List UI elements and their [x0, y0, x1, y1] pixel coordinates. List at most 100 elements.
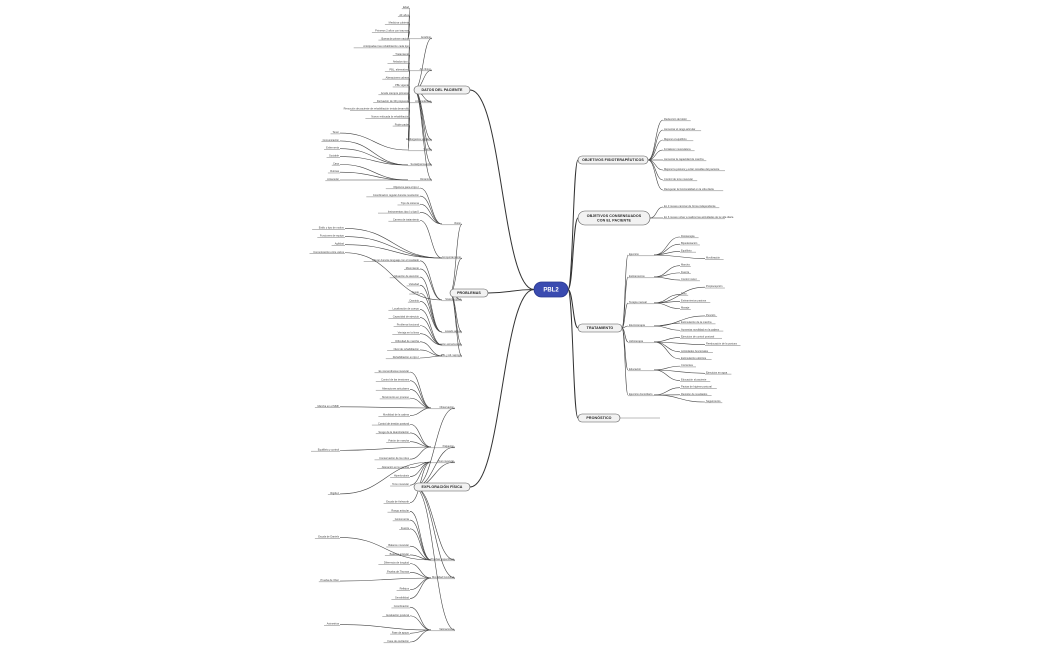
tratamiento-leaf: Pautas de higiene postural [681, 385, 712, 389]
problemas-sub: PBL y Alt. tapings [441, 353, 462, 357]
connector [419, 317, 443, 346]
tratamiento-leaf: Bipedestación [681, 241, 698, 245]
connector [339, 132, 409, 151]
connector [339, 406, 432, 409]
main-topic-6[interactable]: PRONÓSTICO [577, 413, 621, 423]
tratamiento-leaf: Marcha [681, 263, 690, 267]
main-topic-box[interactable] [577, 210, 651, 226]
connector [344, 228, 443, 259]
connector [419, 195, 443, 225]
main-topic-box[interactable] [413, 85, 471, 95]
objetivos_pac: En 6 meses volver a realizar las activid… [664, 215, 734, 219]
connector [407, 31, 411, 39]
tratamiento-sub: Hidroterapia [629, 339, 644, 343]
connector [419, 187, 443, 225]
connector [409, 407, 432, 416]
connector [567, 217, 579, 290]
main-topic-label: OBJETIVOS CONSENSUADOS [587, 214, 642, 218]
problemas-leaf: Movimiento [406, 266, 420, 270]
datos-leaf: Sociable [329, 154, 340, 158]
objetivos_fisio: Aumentar el rango articular [664, 127, 695, 131]
tratamiento-leaf: Control motor [681, 277, 697, 281]
datos-sub: Antecedentes [415, 99, 432, 103]
connector [647, 159, 664, 191]
connector [653, 369, 706, 374]
problemas-sub: Sistema tipo I [445, 297, 461, 301]
main-topic-label: PRONÓSTICO [586, 415, 611, 420]
main-topic-3[interactable]: OBJETIVOS FISIOTERAPÉUTICOS [577, 155, 649, 165]
connector [419, 301, 443, 333]
connector [647, 119, 664, 161]
main-topic-1[interactable]: PROBLEMAS [449, 288, 489, 298]
connector [647, 129, 664, 161]
connector [449, 257, 463, 294]
objetivos_fisio: Aumentar la capacidad de marcha [664, 157, 704, 161]
datos-sub: Dinámica [420, 177, 431, 181]
connector [621, 302, 629, 329]
connector [344, 244, 443, 259]
objetivos_pac: En 3 meses caminar de forma independient… [664, 204, 716, 208]
tratamiento-sub: Electroterapia [629, 323, 646, 327]
connector [653, 265, 681, 278]
tratamiento-leaf: Reeducación de la postura [706, 342, 737, 346]
datos-sub: Antefinio [421, 35, 432, 39]
datos-leaf: Aislados tipo I [393, 60, 409, 64]
problemas-sub: Lavado actual [445, 329, 462, 333]
main-topic-box[interactable] [577, 323, 623, 333]
exploracion-leaf: Alteraciones articulares [382, 386, 410, 390]
exploracion-leaf: Alteración en la marcha [382, 465, 410, 469]
exploracion-sub: Pruebas específicas [431, 557, 455, 561]
datos-leaf: PBL vigente [395, 83, 409, 87]
connector [449, 292, 463, 357]
problemas-leaf: Problema funcional [397, 323, 420, 327]
datos-leaf: Remoción de paciente de rehabilitación t… [344, 107, 410, 111]
problemas-leaf: Variedad [409, 282, 420, 286]
connector [567, 289, 579, 419]
root-node[interactable]: PBL2 [533, 281, 569, 298]
exploracion-leaf: Tono muscular [392, 482, 409, 486]
connector [419, 276, 443, 333]
problemas-sub: Visión [454, 221, 462, 225]
problemas-sub: Comportamiento [442, 255, 462, 259]
connector [469, 89, 535, 290]
tratamiento-leaf: Ejercicios de control postural [681, 334, 715, 338]
main-topic-0[interactable]: DATOS DEL PACIENTE [413, 85, 471, 95]
connector [419, 355, 443, 359]
root-label: PBL2 [543, 288, 559, 294]
tratamiento-leaf: Aumentar movilidad en la cadera [681, 327, 719, 331]
exploracion-leaf: Prueba de Ober [321, 578, 340, 582]
main-topic-box[interactable] [577, 413, 621, 423]
main-topic-box[interactable] [577, 155, 649, 165]
main-topic-label: OBJETIVOS FISIOTERAPÉUTICOS [582, 157, 644, 162]
objetivos_fisio: Control de tono muscular [664, 177, 693, 181]
problemas-leaf: Coordinación regular durante resolución [373, 193, 420, 197]
main-topic-box[interactable] [413, 482, 471, 492]
root-box[interactable] [533, 281, 569, 298]
problemas-leaf: Capacidad de ejercicio [393, 315, 420, 319]
datos-leaf: Primeros 2 años con traumas [375, 28, 410, 32]
connector [419, 211, 443, 225]
connector [621, 327, 629, 396]
connector [419, 260, 443, 301]
objetivos_fisio: Mejorar el equilibrio [664, 137, 687, 141]
datos-leaf: AF años [399, 13, 409, 17]
tratamiento-leaf: Estimulación eléctrica [681, 356, 707, 360]
connector [647, 139, 664, 161]
main-topic-2[interactable]: EXPLORACIÓN FÍSICA [413, 482, 471, 492]
tratamiento-leaf: Revisión de resultados [681, 392, 708, 396]
connector [409, 446, 432, 460]
connector [653, 236, 681, 256]
main-topic-box[interactable] [449, 288, 489, 298]
exploracion-leaf: Goniometría [395, 517, 410, 521]
connector [339, 446, 432, 451]
datos-leaf: Medicina cubierta [389, 21, 410, 25]
datos-sub: Social/psicosocial [411, 162, 432, 166]
connector [409, 380, 432, 409]
exploracion-leaf: Movimiento en proceso [382, 395, 409, 399]
tratamiento-sub: Ejercicio [629, 252, 639, 256]
main-topic-5[interactable]: TRATAMIENTO [577, 323, 623, 333]
connector [653, 322, 681, 327]
exploracion-leaf: Marcha en el MMII [318, 404, 340, 408]
